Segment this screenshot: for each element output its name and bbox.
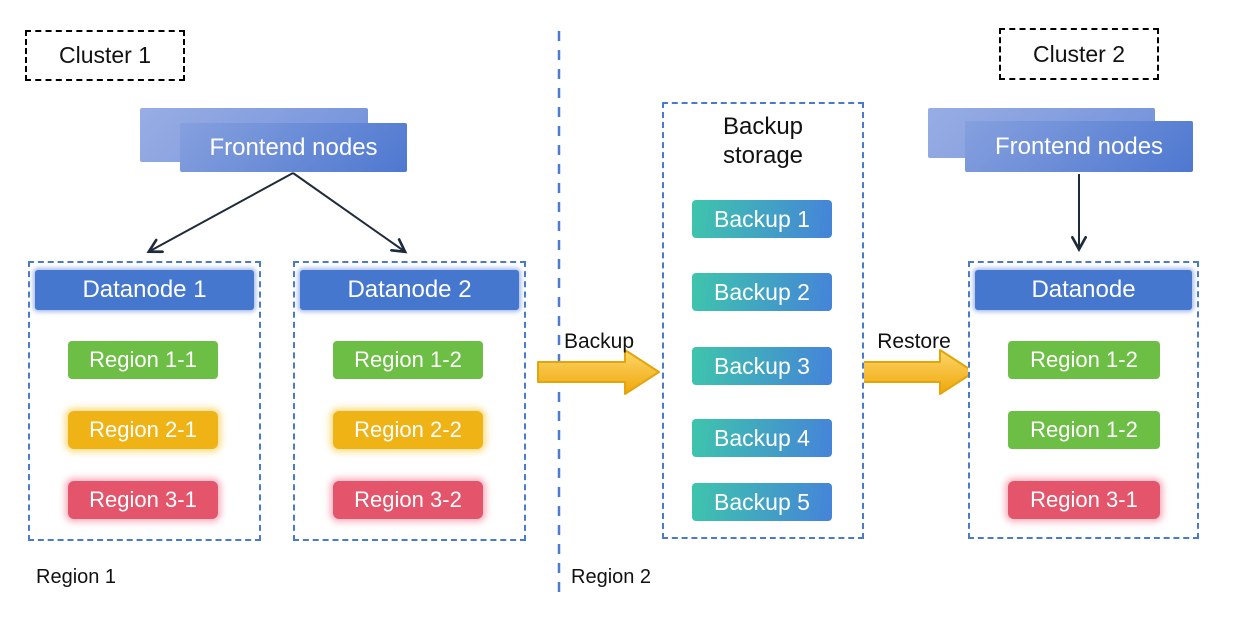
restored-region-1-box: Region 1-2 xyxy=(1008,341,1160,379)
region1-zone-label: Region 1 xyxy=(36,566,117,588)
datanode1-title: Datanode 1 xyxy=(82,276,207,303)
backup-flow-label: Backup xyxy=(563,330,635,353)
restored-region-3-box: Region 3-1 xyxy=(1008,481,1160,519)
backup-storage-box: Backup storage Backup 1 Backup 2 Backup … xyxy=(662,102,864,539)
region-2-2-box: Region 2-2 xyxy=(333,411,483,449)
region-2-1-box: Region 2-1 xyxy=(68,411,218,449)
cluster1-label: Cluster 1 xyxy=(58,42,152,68)
arrow-frontend-to-datanode1 xyxy=(150,172,294,251)
cluster2-datanode-header: Datanode xyxy=(975,270,1192,310)
cluster2-frontend-nodes-box: Frontend nodes xyxy=(965,121,1193,172)
backup-storage-title: Backup storage xyxy=(722,113,804,170)
backup-item-4: Backup 4 xyxy=(692,419,832,457)
backup-item-3: Backup 3 xyxy=(692,347,832,385)
datanode2-header: Datanode 2 xyxy=(300,270,519,310)
cluster2-frontend-label: Frontend nodes xyxy=(994,132,1164,160)
datanode1-header: Datanode 1 xyxy=(35,270,254,310)
restore-flow-arrow xyxy=(852,349,975,395)
backup-item-2: Backup 2 xyxy=(692,273,832,311)
cluster2-datanode-title: Datanode xyxy=(1031,276,1136,303)
arrow-frontend-to-datanode2 xyxy=(292,172,404,251)
region-1-2-box: Region 1-2 xyxy=(333,341,483,379)
restore-flow-label: Restore xyxy=(877,330,951,353)
datanode1-box: Datanode 1 Region 1-1 Region 2-1 Region … xyxy=(28,261,261,541)
cluster1-frontend-label: Frontend nodes xyxy=(209,133,378,161)
cluster1-label-box: Cluster 1 xyxy=(25,30,185,81)
cluster2-label: Cluster 2 xyxy=(1032,40,1126,67)
cluster2-label-box: Cluster 2 xyxy=(999,28,1159,80)
region-3-1-box: Region 3-1 xyxy=(68,481,218,519)
cluster2-datanode-box: Datanode Region 1-2 Region 1-2 Region 3-… xyxy=(968,261,1199,539)
datanode2-box: Datanode 2 Region 1-2 Region 2-2 Region … xyxy=(293,261,526,541)
backup-item-5: Backup 5 xyxy=(692,483,832,521)
region-1-1-box: Region 1-1 xyxy=(68,341,218,379)
backup-flow-arrow xyxy=(537,349,660,395)
region-3-2-box: Region 3-2 xyxy=(333,481,483,519)
datanode2-title: Datanode 2 xyxy=(347,276,472,303)
cluster1-frontend-nodes-box: Frontend nodes xyxy=(180,123,407,172)
restored-region-2-box: Region 1-2 xyxy=(1008,411,1160,449)
region2-zone-label: Region 2 xyxy=(571,566,652,588)
backup-item-1: Backup 1 xyxy=(692,200,832,238)
